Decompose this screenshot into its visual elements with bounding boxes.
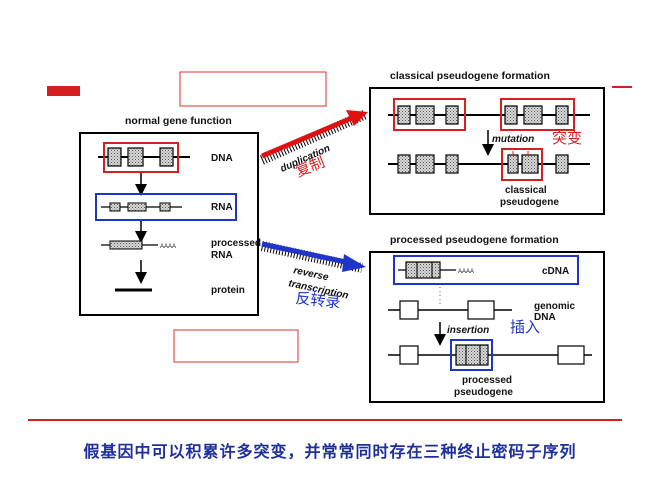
genomic-exon xyxy=(399,300,419,320)
duplication-arrow xyxy=(261,115,353,159)
duplication-arrowhead xyxy=(346,110,368,126)
normal-rna-label: RNA xyxy=(211,202,233,213)
insertion-cn-label: 插入 xyxy=(510,318,540,336)
cdna-highlight xyxy=(393,255,579,285)
classical-exon xyxy=(555,105,569,125)
classical-exon xyxy=(445,154,459,174)
classical-exon xyxy=(504,105,518,125)
classical-exon xyxy=(415,154,435,174)
processed-pseudogene-exons xyxy=(455,344,489,366)
classical-pseudogene-highlight xyxy=(501,148,543,181)
normal-dna-highlight xyxy=(103,142,179,173)
classical-pseudo-exon xyxy=(507,154,519,174)
normal-processed-rna-exons xyxy=(109,240,143,250)
normal-rna-exon xyxy=(109,202,121,212)
classical-label-2: pseudogene xyxy=(500,197,559,208)
cdna-exons xyxy=(405,261,441,279)
duplication-stripes xyxy=(259,109,369,165)
mutation-label: mutation xyxy=(492,134,534,145)
normal-rna-exon xyxy=(159,202,171,212)
cdna-label: cDNA xyxy=(542,266,569,277)
normal-rna-highlight xyxy=(95,193,237,221)
classical-original-highlight xyxy=(393,98,466,131)
normal-dna-exon xyxy=(127,147,144,167)
classical-label-1: classical xyxy=(505,185,547,196)
classical-pseudo-exon xyxy=(521,154,539,174)
classical-exon xyxy=(523,105,543,125)
normal-protein-label: protein xyxy=(211,285,245,296)
processed-label-2: pseudogene xyxy=(454,387,513,398)
genomic-exon xyxy=(467,300,495,320)
normal-dna-exon xyxy=(159,147,174,167)
classical-exon xyxy=(415,105,435,125)
classical-exon xyxy=(397,105,411,125)
classical-title: classical pseudogene formation xyxy=(390,70,550,82)
normal-processed-label: processed xyxy=(211,238,261,249)
classical-duplicate-highlight xyxy=(500,98,575,131)
processed-genomic-exon xyxy=(557,345,585,365)
classical-exon xyxy=(445,105,459,125)
red-slide-marker xyxy=(47,86,80,96)
mutation-cn-label: 突变 xyxy=(552,129,582,147)
classical-exon xyxy=(555,154,569,174)
genomic-label-1: genomic xyxy=(534,301,576,312)
processed-title: processed pseudogene formation xyxy=(390,234,559,246)
insertion-label: insertion xyxy=(447,325,489,336)
normal-dna-exon xyxy=(107,147,122,167)
processed-label-1: processed xyxy=(462,375,512,386)
normal-polya-tail: AAAA xyxy=(160,244,176,250)
processed-genomic-exon xyxy=(399,345,419,365)
normal-rna-exon xyxy=(127,202,147,212)
processed-pseudogene-highlight xyxy=(450,339,493,371)
normal-processed-rna-label: RNA xyxy=(211,250,233,261)
empty-label-box-top xyxy=(179,71,327,107)
normal-dna-label: DNA xyxy=(211,153,233,164)
cdna-polya-tail: AAAA xyxy=(458,269,474,275)
reverse-arrow xyxy=(261,241,351,266)
empty-label-box-bottom xyxy=(173,329,299,363)
genomic-label-2: DNA xyxy=(534,312,556,323)
reverse-cn-label: 反转录 xyxy=(295,289,342,312)
reverse-arrowhead xyxy=(342,254,366,272)
normal-title: normal gene function xyxy=(125,115,232,127)
classical-exon xyxy=(397,154,411,174)
caption-text: 假基因中可以积累许多突变，并常常同时存在三种终止密码子序列 xyxy=(83,442,577,461)
